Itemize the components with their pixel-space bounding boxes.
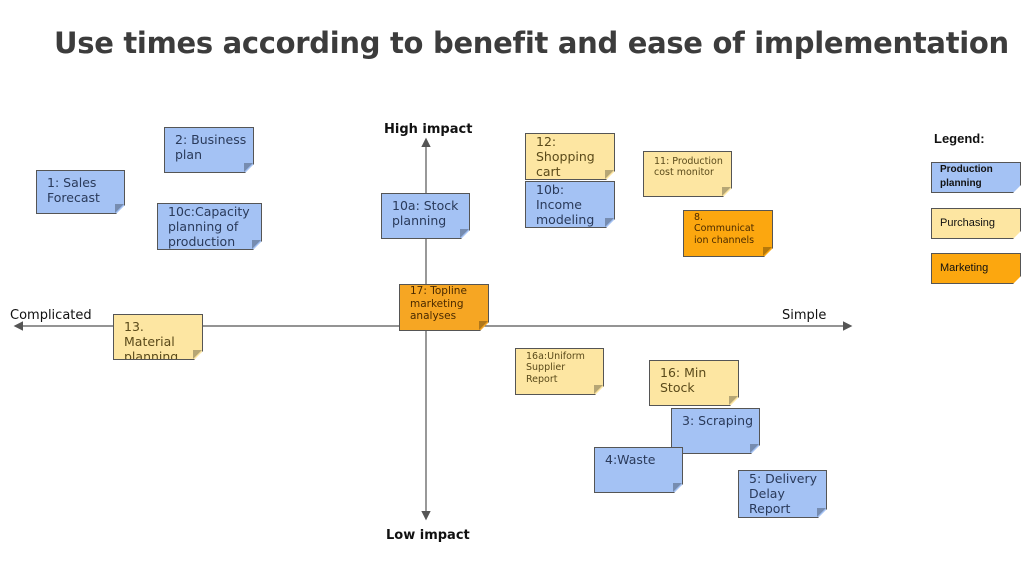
sticky-note-sales-forecast[interactable]: 1: Sales Forecast	[36, 170, 125, 214]
sticky-note-shopping-cart[interactable]: 12: Shopping cart	[525, 133, 615, 180]
sticky-note-uniform-supplier-report[interactable]: 16a:Uniform Supplier Report	[515, 348, 604, 395]
sticky-note-delivery-delay-report[interactable]: 5: Delivery Delay Report	[738, 470, 827, 518]
sticky-note-communication-channels[interactable]: 8. Communicat ion channels	[683, 210, 773, 257]
sticky-note-production-cost-monitor[interactable]: 11: Production cost monitor	[643, 151, 732, 197]
sticky-note-capacity-planning[interactable]: 10c:Capacity planning of production	[157, 203, 262, 250]
axis-label-high-impact: High impact	[384, 122, 473, 137]
axis-label-low-impact: Low impact	[386, 528, 470, 543]
legend-item-purchasing: Purchasing	[931, 208, 1021, 239]
legend-title: Legend:	[934, 131, 985, 146]
sticky-note-material-planning[interactable]: 13. Material planning	[113, 314, 203, 360]
sticky-note-min-stock[interactable]: 16: Min Stock	[649, 360, 739, 406]
sticky-note-waste[interactable]: 4:Waste	[594, 447, 683, 493]
sticky-note-scraping[interactable]: 3: Scraping	[671, 408, 760, 454]
sticky-note-topline-marketing[interactable]: 17: Topline marketing analyses	[399, 284, 489, 331]
axis-label-simple: Simple	[782, 308, 827, 323]
sticky-note-business-plan[interactable]: 2: Business plan	[164, 127, 254, 173]
legend-item-production-planning: Production planning	[931, 162, 1021, 193]
page-title: Use times according to benefit and ease …	[54, 26, 1009, 60]
sticky-note-stock-planning[interactable]: 10a: Stock planning	[381, 193, 470, 239]
sticky-note-income-modeling[interactable]: 10b: Income modeling	[525, 181, 615, 228]
axis-label-complicated: Complicated	[10, 308, 92, 323]
legend-item-marketing: Marketing	[931, 253, 1021, 284]
